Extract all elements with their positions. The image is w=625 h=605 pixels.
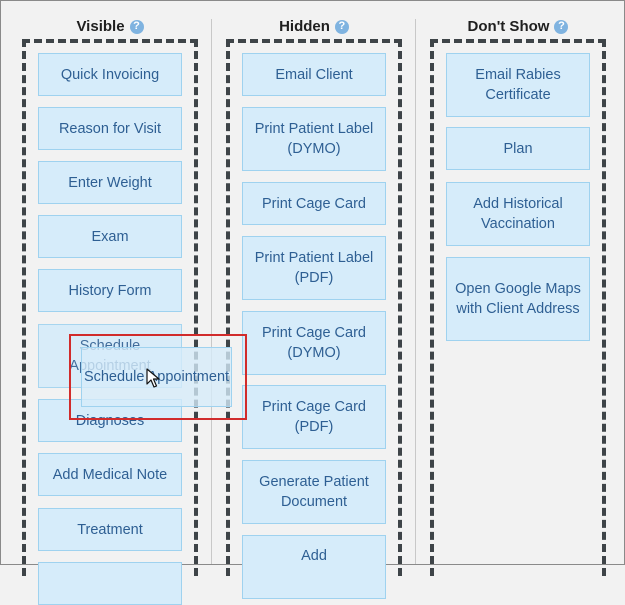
- list-item[interactable]: Print Cage Card (PDF): [242, 385, 386, 449]
- hidden-drop-zone[interactable]: [226, 39, 402, 576]
- help-icon[interactable]: ?: [334, 19, 349, 34]
- list-item[interactable]: [38, 562, 182, 605]
- help-icon[interactable]: ?: [554, 19, 569, 34]
- mouse-cursor-icon: [146, 368, 160, 388]
- visible-column-header: Visible ?: [22, 18, 198, 35]
- visible-column: Visible ? Quick Invoicing Reason for Vis…: [22, 1, 198, 605]
- list-item[interactable]: History Form: [38, 269, 182, 312]
- list-item[interactable]: Exam: [38, 215, 182, 258]
- list-item[interactable]: Print Patient Label (PDF): [242, 236, 386, 300]
- column-title: Don't Show: [467, 18, 550, 35]
- list-item[interactable]: Treatment: [38, 508, 182, 551]
- list-item[interactable]: Email Rabies Certificate: [446, 53, 590, 117]
- column-title: Visible: [76, 18, 125, 35]
- list-item[interactable]: Email Client: [242, 53, 386, 96]
- help-icon[interactable]: ?: [129, 19, 144, 34]
- list-item[interactable]: Reason for Visit: [38, 107, 182, 150]
- drag-highlight-box: [69, 334, 247, 420]
- list-item[interactable]: Quick Invoicing: [38, 53, 182, 96]
- dont-show-column-header: Don't Show ?: [430, 18, 606, 35]
- hidden-column: Hidden ? Email Client Print Patient Labe…: [226, 1, 402, 599]
- list-item[interactable]: Add Medical Note: [38, 453, 182, 496]
- dont-show-column: Don't Show ? Email Rabies Certificate Pl…: [430, 1, 606, 576]
- list-item[interactable]: Open Google Maps with Client Address: [446, 257, 590, 341]
- list-item[interactable]: Enter Weight: [38, 161, 182, 204]
- list-item[interactable]: Print Patient Label (DYMO): [242, 107, 386, 171]
- hidden-column-header: Hidden ?: [226, 18, 402, 35]
- list-item[interactable]: Plan: [446, 127, 590, 170]
- column-divider: [415, 19, 416, 564]
- list-item[interactable]: Add: [242, 535, 386, 599]
- list-item[interactable]: Add Historical Vaccination: [446, 182, 590, 246]
- list-item[interactable]: Generate Patient Document: [242, 460, 386, 524]
- dont-show-drop-zone[interactable]: [430, 39, 606, 576]
- column-title: Hidden: [279, 18, 330, 35]
- visible-drop-zone[interactable]: [22, 39, 198, 576]
- column-divider: [211, 19, 212, 564]
- list-item[interactable]: Print Cage Card: [242, 182, 386, 225]
- list-item[interactable]: Print Cage Card (DYMO): [242, 311, 386, 375]
